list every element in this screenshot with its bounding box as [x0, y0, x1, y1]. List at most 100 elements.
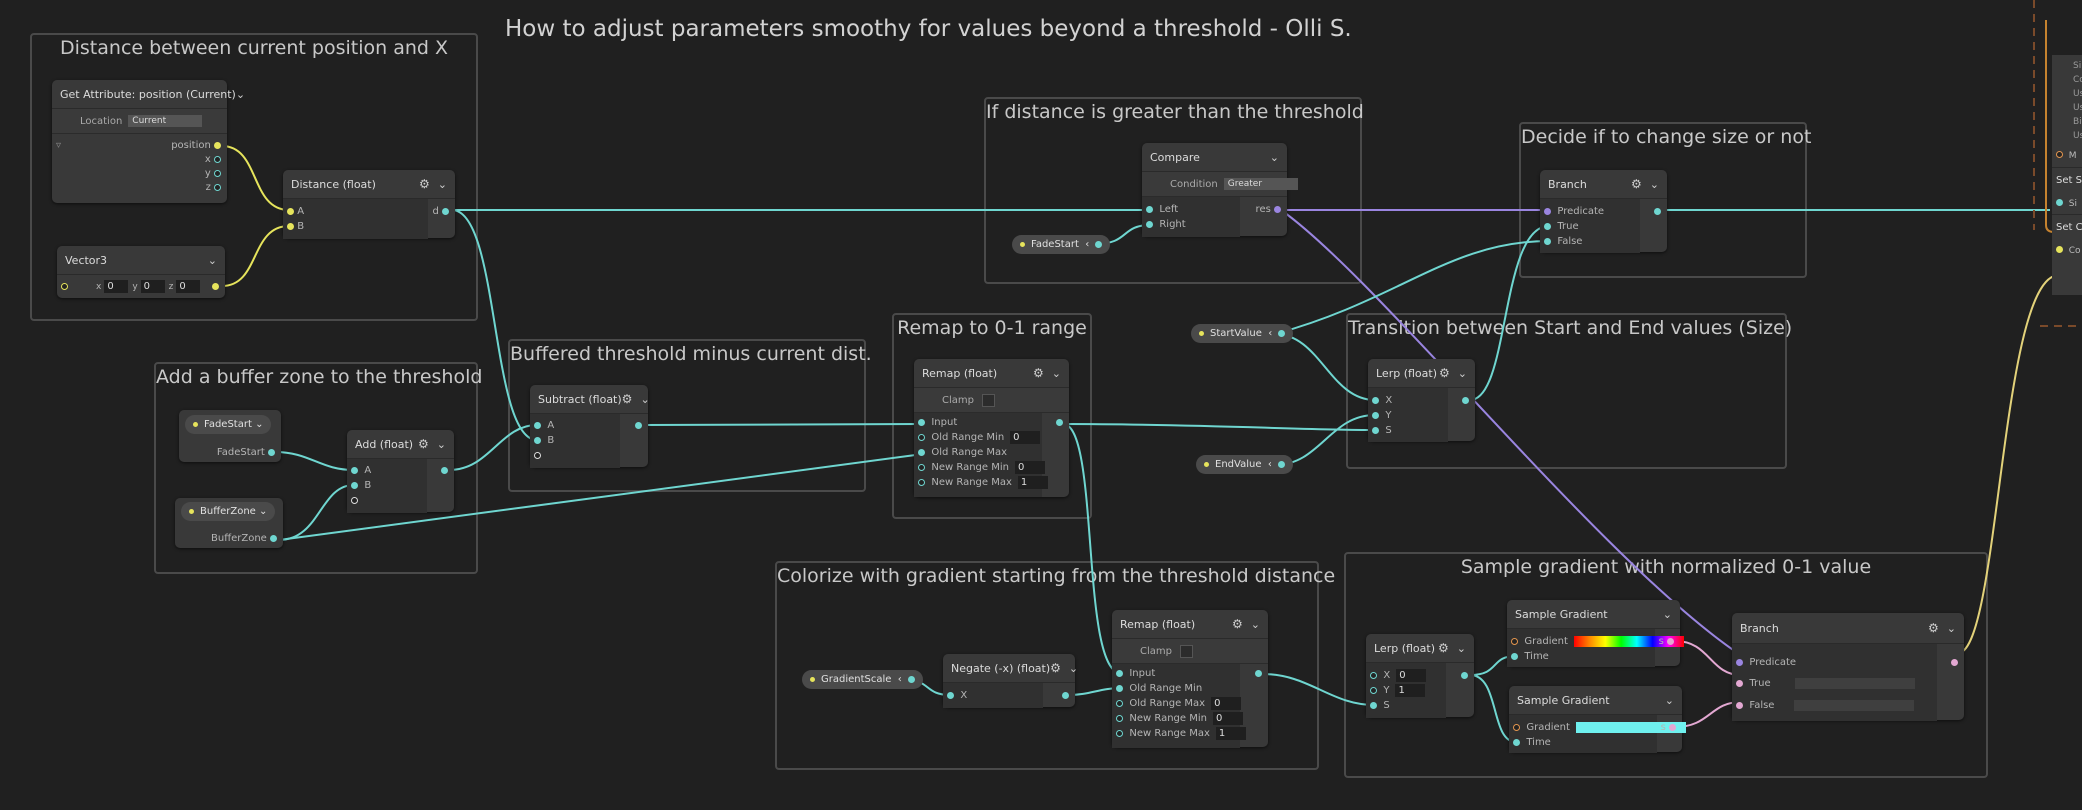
time-input-port[interactable]: [1511, 653, 1518, 660]
fadestart-parameter-pill[interactable]: FadeStart ‹: [1012, 235, 1111, 254]
chevron-down-icon[interactable]: ⌄: [1051, 366, 1061, 380]
chevron-down-icon[interactable]: ⌄: [640, 392, 650, 406]
panel-port[interactable]: [2056, 199, 2063, 206]
condition-value[interactable]: Greater: [1223, 178, 1298, 190]
x-field[interactable]: 0: [104, 280, 129, 293]
set-size-block[interactable]: Set Si: [2052, 167, 2082, 194]
branch-node[interactable]: Branch⚙⌄ Predicate True False: [1540, 170, 1667, 253]
chevron-down-icon[interactable]: ⌄: [1662, 607, 1672, 621]
chevron-down-icon[interactable]: ⌄: [1664, 693, 1674, 707]
panel-port[interactable]: [2056, 246, 2063, 253]
y-input-port[interactable]: [1372, 412, 1379, 419]
remap-node[interactable]: Remap (float)⚙⌄ Clamp Input Old Range Mi…: [1112, 610, 1268, 748]
y-output-port[interactable]: [214, 170, 221, 177]
fadestart-output-port[interactable]: [268, 449, 275, 456]
gear-icon[interactable]: ⚙: [419, 177, 430, 191]
clamp-checkbox[interactable]: [981, 393, 995, 407]
clamp-checkbox[interactable]: [1179, 644, 1193, 658]
s-input-port[interactable]: [1370, 702, 1377, 709]
b-input-port[interactable]: [351, 482, 358, 489]
expand-triangle-icon[interactable]: ▿: [56, 140, 62, 151]
add-node[interactable]: Add (float)⚙⌄ A B: [347, 430, 454, 513]
startvalue-parameter-pill[interactable]: StartValue ‹: [1191, 324, 1294, 343]
distance-node[interactable]: Distance (float)⚙⌄ A B d: [283, 170, 455, 239]
old-range-max-port[interactable]: [1116, 700, 1123, 707]
negate-node[interactable]: Negate (-x) (float)⚙⌄ X: [943, 654, 1078, 708]
branch-node[interactable]: Branch⚙⌄ Predicate True False: [1732, 613, 1964, 721]
chevron-down-icon[interactable]: ⌄: [1649, 177, 1659, 191]
gradient-swatch[interactable]: [1575, 722, 1686, 733]
vector3-output-port[interactable]: [212, 283, 219, 290]
bufferzone-property-node[interactable]: BufferZone ⌄ BufferZone: [175, 498, 283, 548]
remap-node[interactable]: Remap (float)⚙⌄ Clamp Input Old Range Mi…: [914, 359, 1069, 497]
x-input-port[interactable]: [947, 692, 954, 699]
branch-output-port[interactable]: [1654, 208, 1661, 215]
vector3-input-port[interactable]: [61, 283, 68, 290]
predicate-input-port[interactable]: [1544, 208, 1551, 215]
x-output-port[interactable]: [214, 156, 221, 163]
gear-icon[interactable]: ⚙: [1438, 641, 1449, 655]
subtract-output-port[interactable]: [635, 422, 642, 429]
remap-output-port[interactable]: [1056, 419, 1063, 426]
chevron-down-icon[interactable]: ⌄: [1946, 621, 1956, 635]
x-field[interactable]: 0: [1396, 669, 1427, 682]
gear-icon[interactable]: ⚙: [1232, 617, 1243, 631]
new-range-max-field[interactable]: 1: [1215, 727, 1246, 740]
gear-icon[interactable]: ⚙: [1033, 366, 1044, 380]
chevron-down-icon[interactable]: ⌄: [1456, 641, 1466, 655]
z-output-port[interactable]: [214, 184, 221, 191]
bufferzone-pill[interactable]: BufferZone ⌄: [181, 502, 276, 521]
chevron-down-icon[interactable]: ⌄: [437, 177, 447, 191]
chevron-down-icon[interactable]: ⌄: [1457, 366, 1467, 380]
false-input-port[interactable]: [1736, 702, 1743, 709]
predicate-input-port[interactable]: [1736, 659, 1743, 666]
gradient-input-port[interactable]: [1511, 638, 1518, 645]
x-input-port[interactable]: [1372, 397, 1379, 404]
res-output-port[interactable]: [1274, 206, 1281, 213]
a-input-port[interactable]: [351, 467, 358, 474]
false-input-port[interactable]: [1544, 238, 1551, 245]
gear-icon[interactable]: ⚙: [1928, 621, 1939, 635]
new-range-max-port[interactable]: [918, 479, 925, 486]
chevron-down-icon[interactable]: ⌄: [1269, 150, 1279, 164]
get-attribute-node[interactable]: Get Attribute: position (Current)⌄ Locat…: [52, 80, 245, 203]
y-field[interactable]: 0: [140, 280, 165, 293]
sample-output-port[interactable]: [1669, 724, 1676, 731]
y-input-port[interactable]: [1370, 687, 1377, 694]
context-panel[interactable]: Si Co Us Us Bi Us M Set Si Si Set Co Co: [2052, 55, 2082, 295]
input-port[interactable]: [1116, 670, 1123, 677]
panel-port[interactable]: [2056, 151, 2063, 158]
negate-output-port[interactable]: [1062, 692, 1069, 699]
d-output-port[interactable]: [442, 208, 449, 215]
branch-output-port[interactable]: [1951, 659, 1958, 666]
position-output-port[interactable]: [214, 142, 221, 149]
a-input-port[interactable]: [534, 422, 541, 429]
lerp-node[interactable]: Lerp (float)⚙⌄ X Y S: [1368, 359, 1475, 442]
add-input-port[interactable]: [351, 497, 358, 504]
b-input-port[interactable]: [287, 223, 294, 230]
bufferzone-output-port[interactable]: [270, 535, 277, 542]
gear-icon[interactable]: ⚙: [1050, 661, 1061, 675]
gradient-input-port[interactable]: [1513, 724, 1520, 731]
gradientscale-port[interactable]: [907, 676, 915, 683]
location-value[interactable]: Current: [128, 115, 203, 127]
z-field[interactable]: 0: [176, 280, 201, 293]
s-input-port[interactable]: [1372, 427, 1379, 434]
set-color-block[interactable]: Set Co: [2052, 214, 2082, 241]
new-range-max-port[interactable]: [1116, 730, 1123, 737]
chevron-down-icon[interactable]: ⌄: [436, 437, 446, 451]
subtract-node[interactable]: Subtract (float)⚙⌄ A B: [530, 385, 650, 468]
old-range-max-port[interactable]: [918, 449, 925, 456]
new-range-min-field[interactable]: 0: [1014, 461, 1045, 474]
sample-output-port[interactable]: [1667, 638, 1674, 645]
new-range-min-port[interactable]: [918, 464, 925, 471]
startvalue-port[interactable]: [1278, 330, 1286, 337]
sample-gradient-node[interactable]: Sample Gradient⌄ Gradient Time s: [1507, 600, 1684, 667]
time-input-port[interactable]: [1513, 739, 1520, 746]
chevron-down-icon[interactable]: ⌄: [235, 87, 246, 101]
new-range-min-field[interactable]: 0: [1212, 712, 1243, 725]
old-range-max-field[interactable]: 0: [1211, 697, 1242, 710]
